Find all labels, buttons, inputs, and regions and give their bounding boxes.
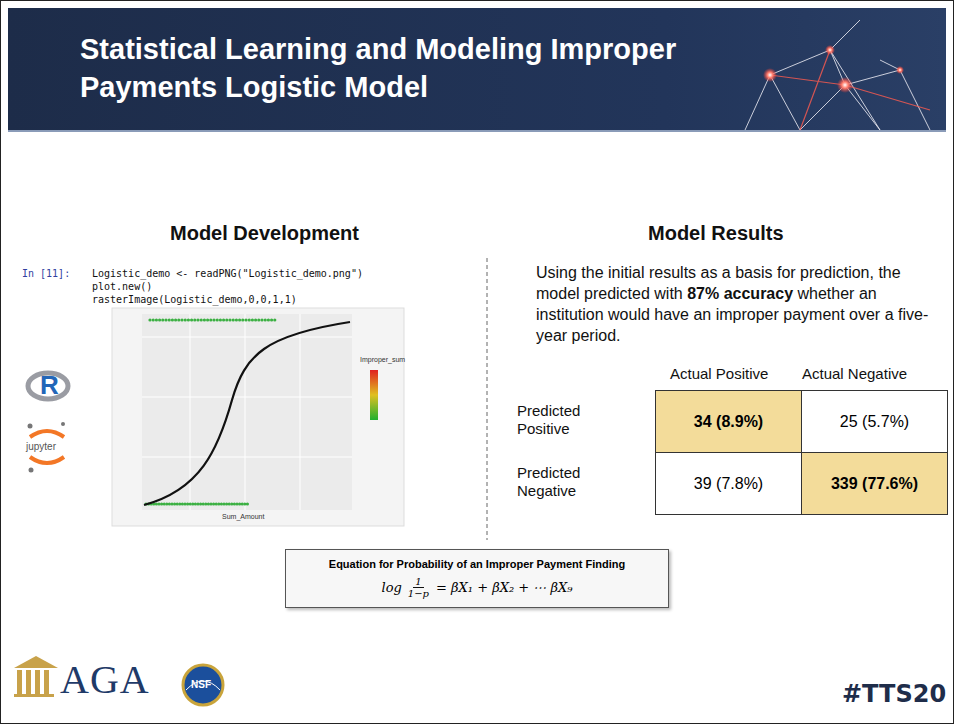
equation-heading: Equation for Probability of an Improper … bbox=[296, 558, 658, 570]
axis-label: Sum_Amount bbox=[222, 513, 264, 520]
nsf-logo: NSF bbox=[191, 679, 211, 690]
table-cell: 339 (77.6%) bbox=[801, 452, 948, 515]
code-line: Logistic_demo <- readPNG("Logistic_demo.… bbox=[92, 268, 363, 279]
jupyter-logo: jupyter bbox=[26, 441, 56, 452]
aga-logo: AGA bbox=[60, 656, 150, 703]
numerator: 1 bbox=[413, 576, 423, 588]
slide-title: Statistical Learning and Modeling Improp… bbox=[80, 30, 720, 106]
table-header: Actual Positive bbox=[670, 365, 768, 382]
section-heading: Model Development bbox=[170, 222, 359, 245]
table-cell: 25 (5.7%) bbox=[801, 390, 948, 453]
bold-accuracy: 87% accuracy bbox=[687, 285, 793, 302]
fraction: 11−p bbox=[406, 576, 431, 599]
equation-box: Equation for Probability of an Improper … bbox=[285, 549, 669, 608]
equation-log: log bbox=[382, 580, 402, 595]
row-header: Predicted Positive bbox=[517, 402, 637, 438]
code-line: plot.new() bbox=[92, 281, 152, 292]
table-header: Actual Negative bbox=[802, 365, 907, 382]
legend-title: Improper_sum bbox=[360, 356, 405, 363]
denominator: 1−p bbox=[406, 588, 431, 599]
equation-rhs: = βX₁ + βX₂ + ⋯ βX₉ bbox=[436, 580, 572, 595]
r-logo: R bbox=[40, 371, 59, 399]
code-line: rasterImage(Logistic_demo,0,0,1,1) bbox=[92, 294, 297, 305]
section-heading: Model Results bbox=[648, 222, 784, 245]
results-paragraph: Using the initial results as a basis for… bbox=[536, 262, 936, 346]
hashtag: #TTS20 bbox=[842, 680, 946, 708]
table-cell: 39 (7.8%) bbox=[655, 452, 802, 515]
equation: log 11−p = βX₁ + βX₂ + ⋯ βX₉ bbox=[296, 576, 658, 599]
row-header: Predicted Negative bbox=[517, 464, 637, 500]
table-cell: 34 (8.9%) bbox=[655, 390, 802, 453]
code-prompt: In [11]: bbox=[22, 268, 70, 279]
